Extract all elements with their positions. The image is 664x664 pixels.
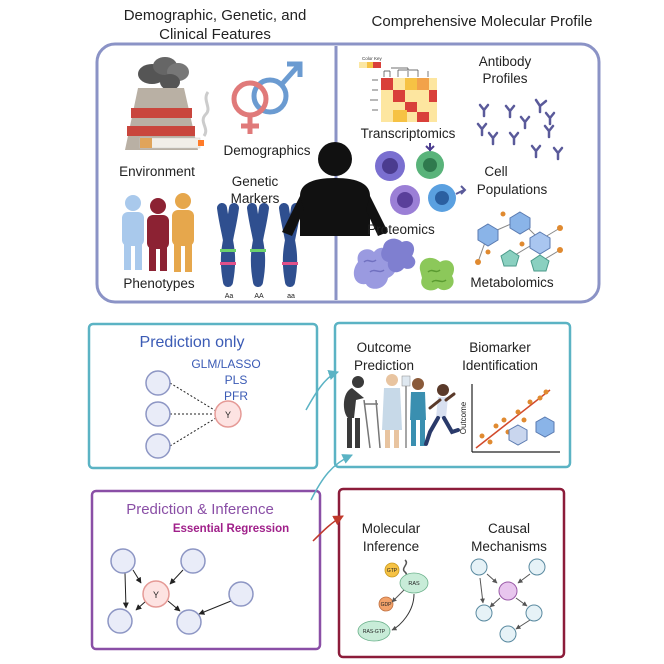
scatter-point [521,417,527,423]
latent-node [228,581,254,607]
method-glm-lasso: GLM/LASSO [191,357,260,371]
arrow-prediction-to-outcomes [305,370,339,411]
person-icon [282,142,388,236]
protein-icons [353,238,455,291]
cell-icons [375,143,467,215]
outcome-node-y [214,400,242,428]
label-genetic-1: Genetic [232,174,279,189]
label-molecular-1: Molecular [362,521,421,536]
label-proteomics: Proteomics [367,222,435,237]
prediction-only-title: Prediction only [140,334,245,351]
label-cell-2: Populations [477,182,548,197]
prediction-only-y: Y [225,410,231,420]
inference-subtitle: Essential Regression [173,523,289,535]
causal-node [499,625,517,643]
scatter-axis-label: Outcome [459,401,468,434]
patients-recovery-icon [343,374,460,449]
left-title-line1: Demographic, Genetic, and [124,7,307,24]
scatter-point [527,399,533,405]
label-environment: Environment [119,164,195,179]
label-metabolomics: Metabolomics [470,275,554,290]
genotype-dom: AA [254,293,264,300]
inference-panel [90,489,322,651]
right-title: Comprehensive Molecular Profile [372,13,593,30]
scatter-point [487,439,493,445]
outcomes-panel [333,321,572,469]
inference-network [107,548,254,635]
inference-title: Prediction & Inference [126,501,274,518]
label-cell-1: Cell [484,164,507,179]
features-panel [95,42,601,304]
latent-node [176,609,202,635]
label-molecular-2: Inference [363,539,419,554]
predictor-node [145,401,171,427]
predictor-node [145,370,171,396]
mechanisms-panel [337,487,566,659]
left-title-line2: Clinical Features [159,26,271,43]
causal-node [525,604,543,622]
causal-node [528,558,546,576]
ras-pathway-icon [357,559,429,642]
label-outcome-2: Prediction [354,358,414,373]
label-outcome-1: Outcome [357,340,412,355]
latent-node [107,608,133,634]
ras-label: RAS [408,581,420,587]
causal-node [475,604,493,622]
chromosome-icon [217,203,301,287]
scatter-point [501,417,507,423]
label-antibody-2: Profiles [482,71,527,86]
scatter-point [493,423,499,429]
factory-icon [125,57,210,150]
label-demographics: Demographics [223,143,310,158]
inference-y: Y [153,590,159,600]
method-pls: PLS [225,373,248,387]
ras-gtp-label: RAS-GTP [363,629,386,635]
prediction-only-network [145,370,242,459]
human-figures-icon [122,193,194,272]
scatter-point [479,433,485,439]
biomarker-hexagon-icon [535,416,555,438]
biomarker-hexagon-icon [508,424,528,446]
causal-center-node [498,581,518,601]
method-pfr: PFR [224,389,248,403]
latent-node [110,548,136,574]
label-transcriptomics: Transcriptomics [361,126,456,141]
heatmap-key-label: Color Key [362,56,383,61]
label-phenotypes: Phenotypes [123,276,195,291]
scatter-point [537,395,543,401]
causal-network [470,558,546,643]
label-biomarker-2: Identification [462,358,538,373]
gender-symbols-icon [231,61,303,134]
label-causal-2: Mechanisms [471,539,547,554]
gdp-label: GDP [381,602,393,608]
predictor-node [145,433,171,459]
gtp-label: GTP [387,568,398,574]
scatter-point [543,389,549,395]
genotype-het: Aa [225,293,234,300]
biomarker-scatter-plot [471,384,560,453]
label-causal-1: Causal [488,521,530,536]
label-genetic-2: Markers [231,191,280,206]
arrow-inference-to-outcomes [310,454,353,501]
label-antibody-1: Antibody [479,54,532,69]
antibody-icons [476,98,564,161]
heatmap-icon [359,62,437,122]
scatter-point [515,409,521,415]
prediction-only-panel [87,322,319,470]
label-biomarker-1: Biomarker [469,340,531,355]
genotype-rec: aa [287,293,295,300]
latent-node [180,548,206,574]
metabolite-network-icon [475,211,563,272]
outcome-node-y [142,580,170,608]
arrow-inference-to-mechanisms [312,515,344,542]
causal-node [470,558,488,576]
